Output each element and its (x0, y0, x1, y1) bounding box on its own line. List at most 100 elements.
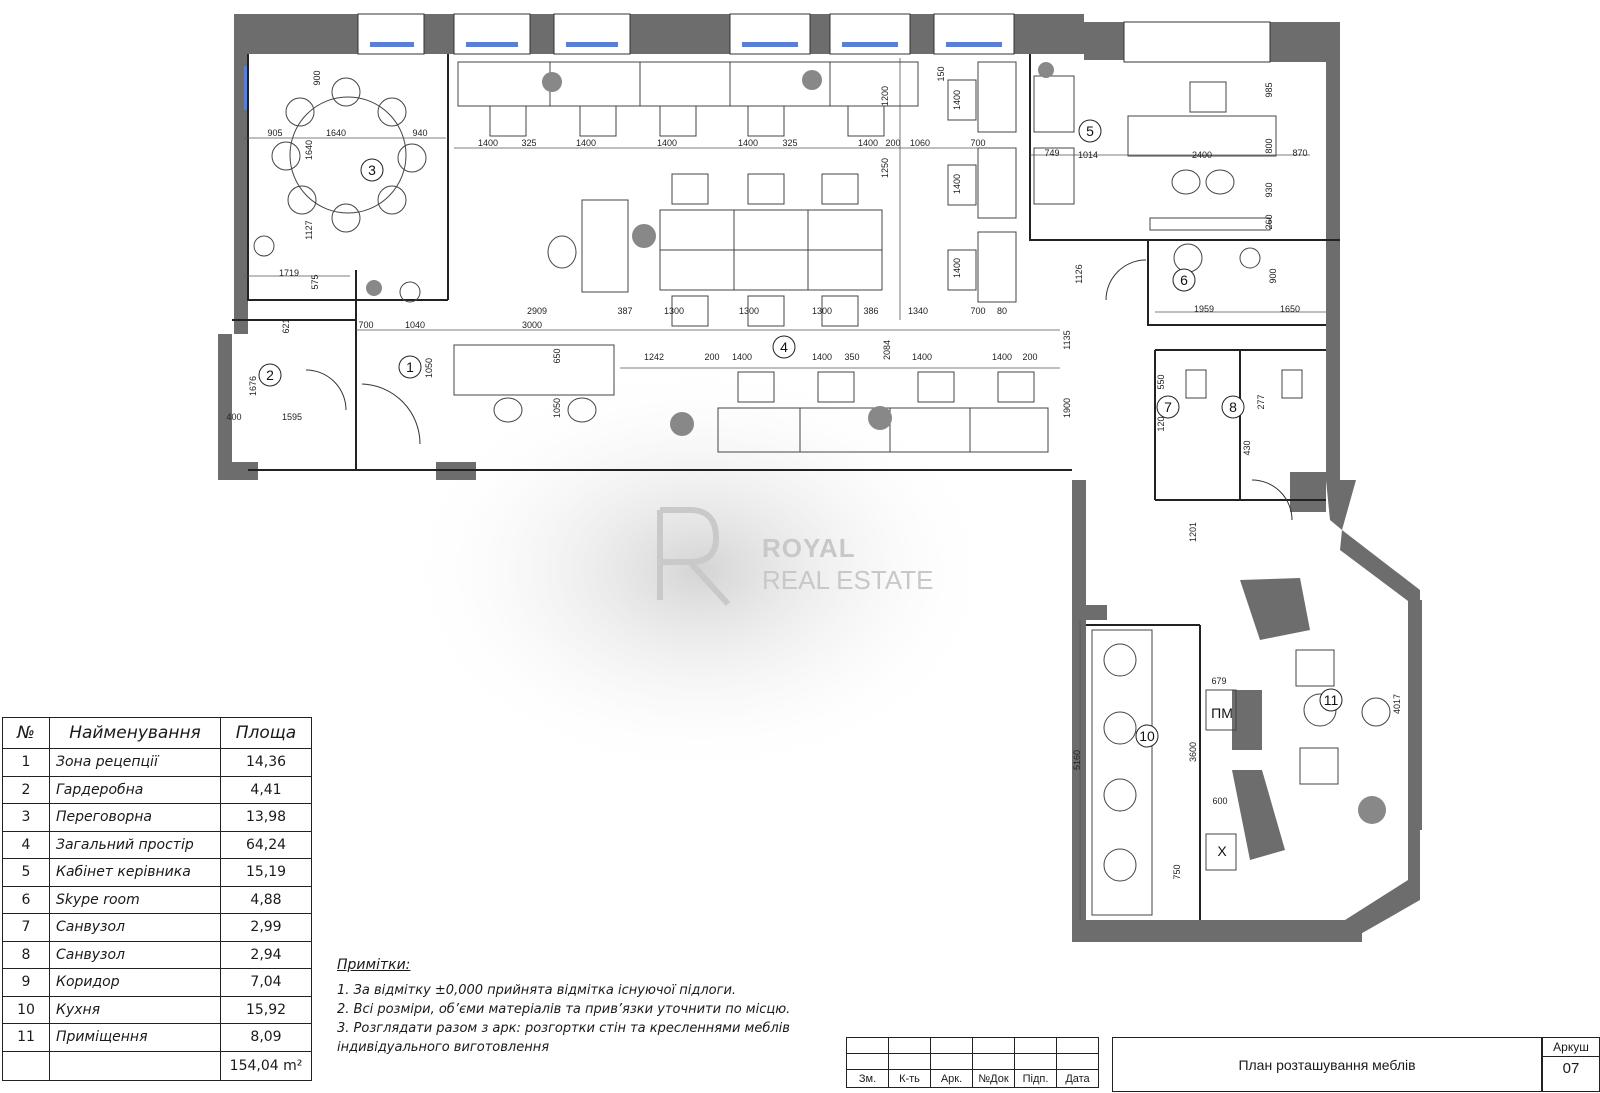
dimension-label: 679 (1211, 676, 1226, 686)
dimension-label: 1060 (910, 138, 930, 148)
stamp-col-label: К-ть (888, 1069, 931, 1088)
room-number-circle (1172, 268, 1196, 292)
dimension-label: 621 (281, 318, 291, 333)
note-item: 1. За відмітку ±0,000 прийнята відмітка … (337, 983, 737, 998)
dimension-label: 2909 (527, 306, 547, 316)
dimension-label: 870 (1292, 148, 1307, 158)
room-number: 3 (368, 162, 376, 178)
legend-number: 4 (2, 830, 50, 859)
dimension-label: 700 (358, 320, 373, 330)
dimension-label: 1400 (478, 138, 498, 148)
dimension-label: 700 (970, 306, 985, 316)
legend-number: 1 (2, 748, 50, 777)
dimension-label: 200 (885, 138, 900, 148)
sheet-box: Аркуш 07 (1542, 1037, 1600, 1092)
legend-header-area: Площа (220, 717, 312, 749)
dimension-label: 1300 (664, 306, 684, 316)
stamp-col-label: №Док (972, 1069, 1015, 1088)
legend-header-row: № Найменування Площа (2, 717, 312, 749)
dimension-label: 1400 (952, 90, 962, 110)
dimension-label: 3000 (522, 320, 542, 330)
legend-name: Приміщення (49, 1023, 221, 1052)
dimension-label: 120 (1156, 416, 1166, 431)
dimension-label: 2400 (1192, 150, 1212, 160)
dimension-label: 1959 (1194, 304, 1214, 314)
room-number-circle (360, 158, 384, 182)
legend-name: Кухня (49, 995, 221, 1024)
legend-name: Кабінет керівника (49, 858, 221, 887)
legend-number: 2 (2, 775, 50, 804)
dimension-label: 1201 (1188, 522, 1198, 542)
stamp-col-label: Арк. (930, 1069, 973, 1088)
dimension-label: 1400 (738, 138, 758, 148)
dimension-label: 750 (1172, 864, 1182, 879)
legend-total-row: 154,04 m² (2, 1050, 312, 1081)
dimension-label: 386 (863, 306, 878, 316)
dimension-label: 1340 (908, 306, 928, 316)
room-number: 7 (1164, 399, 1172, 415)
dimension-label: 1640 (304, 140, 314, 160)
room-number-circle (772, 335, 796, 359)
room-number-circle (1221, 395, 1245, 419)
drawing-title: План розташування меблів (1112, 1037, 1542, 1092)
room-number: 10 (1139, 728, 1155, 744)
partitions (232, 54, 1340, 920)
stamp-col-label: Дата (1056, 1069, 1099, 1088)
dimension-label: 1050 (552, 398, 562, 418)
dimension-label: 1250 (880, 158, 890, 178)
dimension-label: 905 (267, 128, 282, 138)
watermark-logo (657, 507, 731, 607)
legend-header-name: Найменування (49, 717, 221, 749)
legend-name: Skype room (49, 885, 221, 914)
note-item: 3. Розглядати разом з арк: розгортки сті… (337, 1021, 790, 1055)
fixture-label: Х (1217, 843, 1227, 859)
dimension-label: 900 (312, 70, 322, 85)
dimension-label: 1400 (952, 258, 962, 278)
dimension-label: 277 (1256, 394, 1266, 409)
dimension-label: 1400 (992, 352, 1012, 362)
dimension-label: 1050 (424, 358, 434, 378)
fixture-label: ПМ (1211, 705, 1233, 721)
dimension-label: 1040 (405, 320, 425, 330)
dimension-label: 325 (521, 138, 536, 148)
legend-area: 14,36 (220, 748, 312, 777)
room-number: 5 (1086, 123, 1094, 139)
room-number: 4 (780, 339, 788, 355)
room-number: 6 (1180, 272, 1188, 288)
dimension-label: 1595 (282, 412, 302, 422)
dimension-label: 350 (844, 352, 859, 362)
legend-name: Зона рецепції (49, 748, 221, 777)
legend-number: 9 (2, 968, 50, 997)
dimension-label: 200 (704, 352, 719, 362)
dimension-label: 1400 (657, 138, 677, 148)
dimension-label: 400 (226, 412, 241, 422)
room-number: 2 (266, 367, 274, 383)
legend-area: 2,94 (220, 940, 312, 969)
watermark-line1: ROYAL (762, 533, 856, 563)
dimension-label: 1126 (1074, 264, 1084, 283)
dimension-label: 1300 (812, 306, 832, 316)
legend-area: 2,99 (220, 913, 312, 942)
legend-name: Коридор (49, 968, 221, 997)
legend-number: 8 (2, 940, 50, 969)
legend-number: 10 (2, 995, 50, 1024)
legend-area: 64,24 (220, 830, 312, 859)
dimension-label: 1400 (732, 352, 752, 362)
room-number-circle (398, 355, 422, 379)
dimension-label: 80 (997, 306, 1007, 316)
dimension-label: 800 (1264, 138, 1274, 153)
room-number-circle (1319, 688, 1343, 712)
plants (366, 62, 1386, 824)
legend-number: 11 (2, 1023, 50, 1052)
dimension-label: 1900 (1062, 398, 1072, 418)
